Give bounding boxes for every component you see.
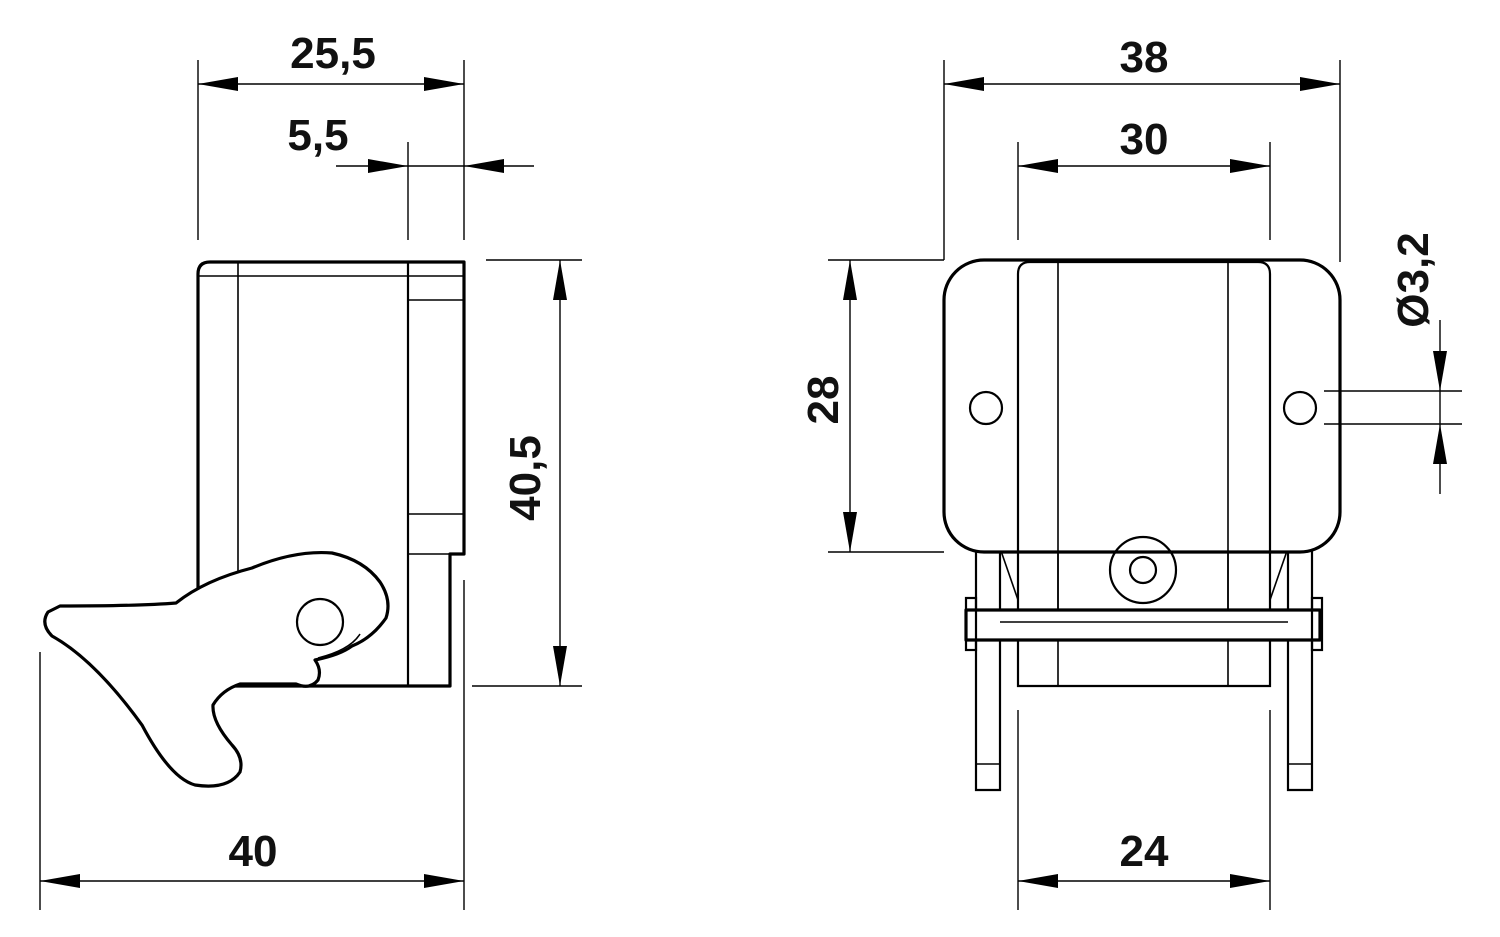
side-view [43,260,466,788]
lever-pivot [295,597,345,647]
dim-side-offset: 5,5 [287,111,348,160]
front-dimensions: 38 30 28 Ø3,2 24 [799,33,1462,910]
mounting-hole-left [968,390,1004,426]
front-flange [942,258,1342,554]
dim-front-height: 28 [799,376,848,425]
dim-side-width: 25,5 [290,29,376,78]
dim-front-hole: Ø3,2 [1389,232,1438,327]
dim-front-inner: 30 [1120,115,1169,164]
dim-front-width: 38 [1120,33,1169,82]
dim-side-height: 40,5 [501,435,550,521]
locking-lever [43,551,390,788]
dim-front-bottom: 24 [1120,827,1169,876]
dim-side-overall: 40 [229,827,278,876]
cross-bar [964,608,1322,642]
mounting-hole-right [1282,390,1318,426]
side-dimensions: 25,5 5,5 40,5 40 [39,29,582,910]
center-screw [1108,535,1178,605]
front-view [942,258,1342,792]
